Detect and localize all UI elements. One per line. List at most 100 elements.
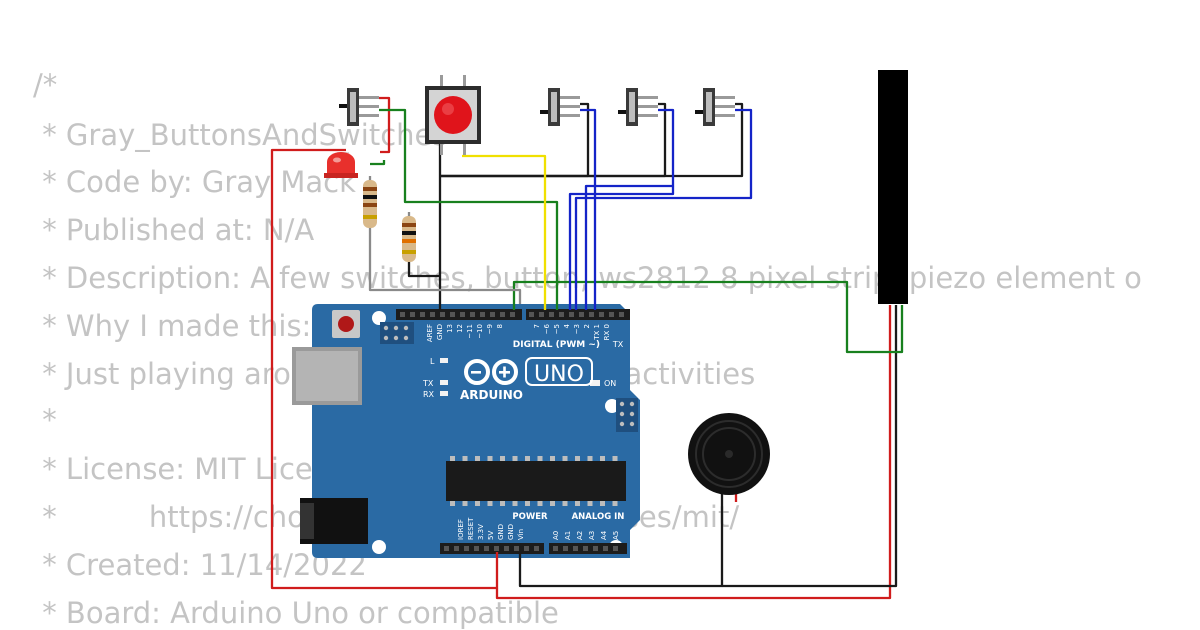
pin-hole[interactable] xyxy=(464,546,469,551)
chip-leg xyxy=(450,456,455,461)
wire-red xyxy=(495,305,892,600)
pin-hole[interactable] xyxy=(494,546,499,551)
analog-pin-label: A1 xyxy=(564,531,572,540)
pin-hole[interactable] xyxy=(420,312,425,317)
slide-switch-icon[interactable] xyxy=(695,88,735,126)
pin-hole[interactable] xyxy=(470,312,475,317)
wire-green xyxy=(512,280,904,354)
pin-hole[interactable] xyxy=(563,546,568,551)
pin-hole[interactable] xyxy=(500,312,505,317)
pin-hole[interactable] xyxy=(609,312,614,317)
pin-hole[interactable] xyxy=(539,312,544,317)
chip-leg xyxy=(562,456,568,461)
pin-hole[interactable] xyxy=(504,546,509,551)
digital-pin-holes xyxy=(400,312,624,317)
pin-hole[interactable] xyxy=(454,546,459,551)
mount-hole xyxy=(372,540,386,554)
digital-pin-label: ~10 xyxy=(476,324,484,339)
reset-button[interactable] xyxy=(332,310,360,338)
pin-hole[interactable] xyxy=(440,312,445,317)
digital-pin-label: ~6 xyxy=(543,323,551,334)
pin-hole[interactable] xyxy=(579,312,584,317)
tx-label: TX xyxy=(422,379,434,388)
wire-blue xyxy=(568,186,675,310)
wire-black xyxy=(440,102,590,178)
pushbutton-icon[interactable] xyxy=(425,75,481,155)
pin-hole[interactable] xyxy=(460,312,465,317)
pin-hole[interactable] xyxy=(400,312,405,317)
chip-leg xyxy=(487,501,493,506)
pin-hole[interactable] xyxy=(583,546,588,551)
resistor-icon xyxy=(402,216,416,262)
chip-leg xyxy=(612,501,618,506)
pin-hole[interactable] xyxy=(573,546,578,551)
wire-black xyxy=(440,102,744,178)
power-pin-holes xyxy=(444,546,618,551)
analog-pin-label: A3 xyxy=(588,531,596,540)
slide-switch-icon[interactable] xyxy=(540,88,580,126)
l-label: L xyxy=(430,357,435,366)
pin-hole[interactable] xyxy=(450,312,455,317)
icsp-header xyxy=(380,322,414,344)
pin-hole[interactable] xyxy=(514,546,519,551)
power-pin-label: Vin xyxy=(517,529,525,540)
chip-leg xyxy=(525,501,530,506)
arduino-uno-board[interactable]: DIGITAL (PWM ~) TX L TX RX ON UNO ARDUIN… xyxy=(292,304,640,558)
pin-hole[interactable] xyxy=(484,546,489,551)
pin-hole[interactable] xyxy=(619,312,624,317)
slide-switch-icon[interactable] xyxy=(339,88,379,126)
digital-pin-label: 13 xyxy=(446,324,454,333)
wire-blue xyxy=(580,108,597,310)
analog-pin-label: A0 xyxy=(552,531,560,540)
pin-hole[interactable] xyxy=(559,312,564,317)
chip-leg xyxy=(475,456,480,461)
wire-red xyxy=(379,96,391,154)
pin-hole[interactable] xyxy=(524,546,529,551)
pin-hole[interactable] xyxy=(593,546,598,551)
pin-hole[interactable] xyxy=(613,546,618,551)
pin-hole[interactable] xyxy=(589,312,594,317)
pin-hole[interactable] xyxy=(553,546,558,551)
arduino-logo-icon xyxy=(464,359,518,385)
power-header-label: POWER xyxy=(512,512,548,522)
wire-red xyxy=(270,148,499,590)
pin-hole[interactable] xyxy=(410,312,415,317)
usb-port-icon xyxy=(292,347,362,405)
slide-switch-icon[interactable] xyxy=(618,88,658,126)
digital-pin-label: 7 xyxy=(533,324,541,328)
pin-hole[interactable] xyxy=(474,546,479,551)
pin-hole[interactable] xyxy=(599,312,604,317)
pin-hole[interactable] xyxy=(430,312,435,317)
digital-pin-label: ~11 xyxy=(466,324,474,339)
chip-leg xyxy=(462,501,468,506)
digital-pin-label: GND xyxy=(436,324,444,340)
wires xyxy=(270,96,904,600)
pin-hole[interactable] xyxy=(529,312,534,317)
pin-hole[interactable] xyxy=(444,546,449,551)
power-pin-label: GND xyxy=(497,524,505,540)
analog-pin-label: A2 xyxy=(576,531,584,540)
pin-hole[interactable] xyxy=(603,546,608,551)
chip-leg xyxy=(562,501,568,506)
digital-pin-label: TX 1 xyxy=(593,324,601,341)
digital-pin-label: 2 xyxy=(583,324,591,328)
analog-pin-label: A4 xyxy=(600,530,608,540)
pin-hole[interactable] xyxy=(490,312,495,317)
pin-hole[interactable] xyxy=(569,312,574,317)
digital-header-right xyxy=(526,309,630,320)
mount-hole xyxy=(605,399,619,413)
pin-hole[interactable] xyxy=(549,312,554,317)
comment-line: * xyxy=(33,403,57,437)
pin-hole[interactable] xyxy=(534,546,539,551)
on-label: ON xyxy=(604,379,616,388)
pin-hole[interactable] xyxy=(510,312,515,317)
digital-pin-label: 8 xyxy=(496,324,504,328)
pin-hole[interactable] xyxy=(480,312,485,317)
microcontroller-chip xyxy=(446,456,626,506)
board-model-label: UNO xyxy=(534,362,584,387)
analog-header-label: ANALOG IN xyxy=(572,512,625,522)
comment-line: /* xyxy=(33,68,58,102)
status-leds xyxy=(440,358,600,396)
